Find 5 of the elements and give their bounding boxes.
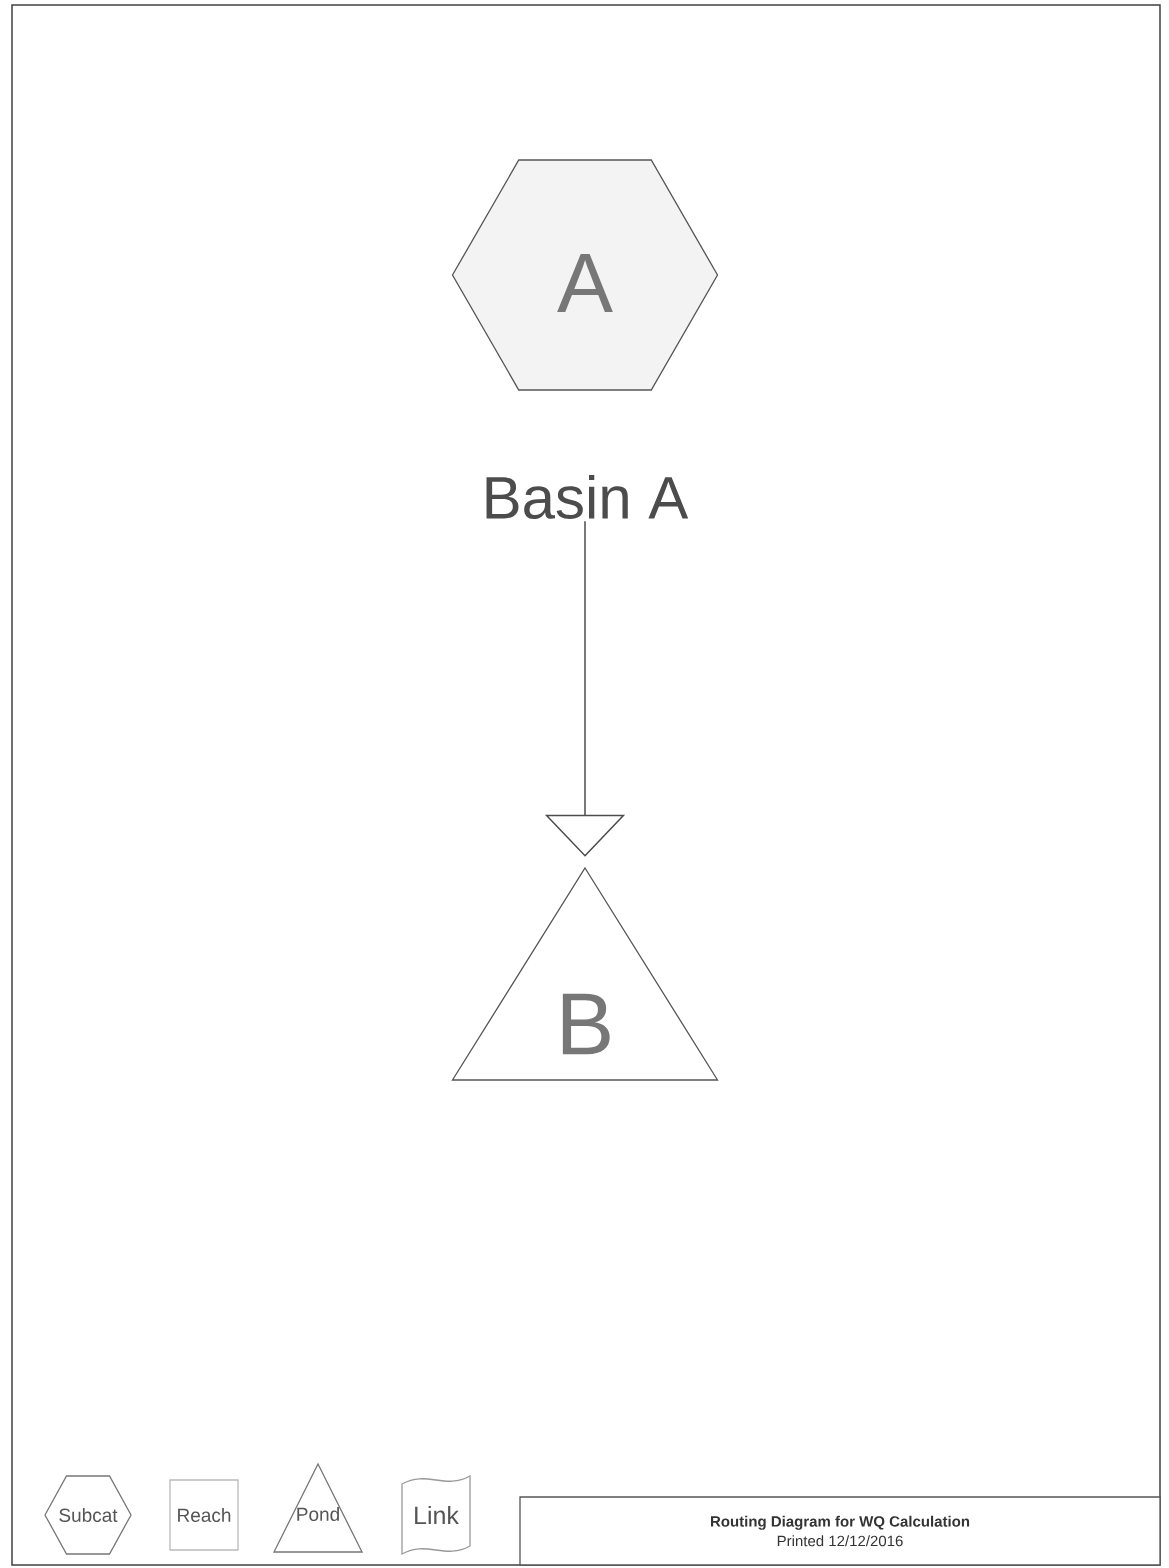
- reach-box: Reach: [169, 1479, 239, 1551]
- subcatchment-hexagon: A: [451, 159, 719, 391]
- node-label: Basin A: [486, 475, 689, 520]
- title-block: Routing Diagram for WQ Calculation Printed 12/12/2016: [519, 1496, 1161, 1566]
- subcatchment-hexagon: Subcat: [44, 1475, 132, 1555]
